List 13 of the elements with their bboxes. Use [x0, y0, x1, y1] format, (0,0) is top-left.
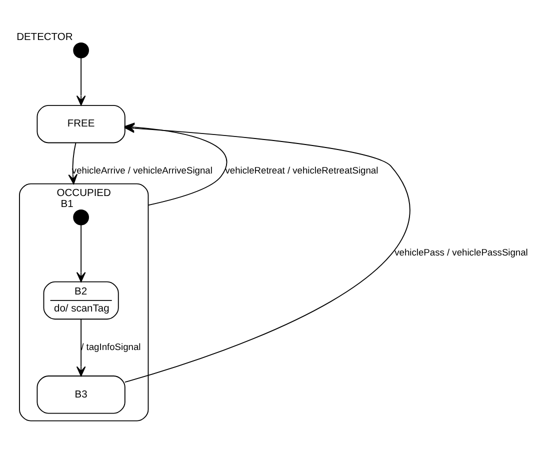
arrow — [76, 318, 86, 376]
node-circle — [73, 208, 89, 225]
node-box: B2 do/ scanTag — [43, 280, 119, 320]
edge-label: vehicleRetreat / vehicleRetreatSignal — [225, 165, 378, 176]
node-circle — [73, 42, 89, 58]
arrow — [76, 224, 86, 282]
node-label: DETECTOR — [16, 31, 73, 42]
arrow — [76, 57, 86, 106]
node-box: B3 — [36, 375, 126, 414]
node-label: B1 — [60, 198, 74, 210]
node-box: FREE — [36, 104, 126, 143]
arrow — [68, 142, 78, 184]
edge-label: vehiclePass / vehiclePassSignal — [394, 247, 528, 258]
